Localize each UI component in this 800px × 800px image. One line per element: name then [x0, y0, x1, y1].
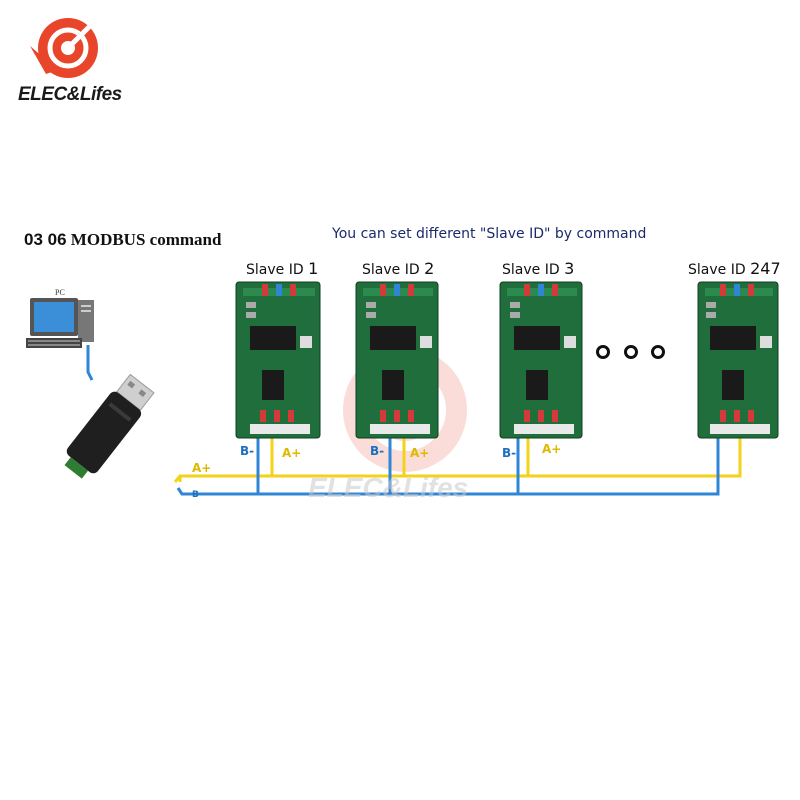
usb-cable: [86, 345, 94, 381]
slave-label-text: Slave ID: [246, 262, 309, 278]
pc-label: PC: [55, 288, 65, 297]
wire-label-a-1: A+: [282, 446, 302, 460]
slave-id: 2: [424, 259, 435, 278]
wire-label-a-2: A+: [410, 446, 430, 460]
slave-id: 1: [308, 259, 319, 278]
command-text: MODBUS command: [66, 230, 222, 249]
wire-label-a-3: A+: [542, 442, 562, 456]
slave-label-2: Slave ID 2: [362, 259, 434, 278]
bus-a-wire: [173, 432, 742, 483]
slave-label-3: Slave ID 3: [502, 259, 574, 278]
slave-board-1: [235, 281, 321, 439]
slave-label-text: Slave ID: [362, 262, 425, 278]
command-code: 03 06: [24, 230, 67, 249]
bus-b-wire: [176, 432, 720, 496]
wire-label-a-dongle: A+: [192, 461, 212, 475]
pc-icon: [26, 298, 94, 348]
slave-board-3: [499, 281, 583, 439]
usb-rs485-dongle: [64, 373, 155, 479]
wire-label-b-dongle: B: [192, 490, 199, 500]
wire-label-b-2: B-: [370, 444, 385, 458]
slave-board-2: [355, 281, 439, 439]
slave-id: 3: [564, 259, 575, 278]
subtitle: You can set different "Slave ID" by comm…: [332, 226, 647, 242]
brand-name: ELEC&Lifes: [18, 84, 122, 105]
slave-id: 247: [750, 259, 781, 278]
brand-logo-icon: [30, 15, 101, 78]
slave-label-text: Slave ID: [502, 262, 565, 278]
slave-label-247: Slave ID 247: [688, 259, 781, 278]
slave-label-text: Slave ID: [688, 262, 751, 278]
slave-board-247: [697, 281, 779, 439]
command-title: 03 06 MODBUS command: [24, 230, 221, 250]
wire-label-b-1: B-: [240, 444, 255, 458]
slave-label-1: Slave ID 1: [246, 259, 318, 278]
ellipsis-icon: [596, 345, 665, 359]
wire-label-b-3: B-: [502, 446, 517, 460]
watermark-text: ELEC&Lifes: [308, 472, 469, 503]
